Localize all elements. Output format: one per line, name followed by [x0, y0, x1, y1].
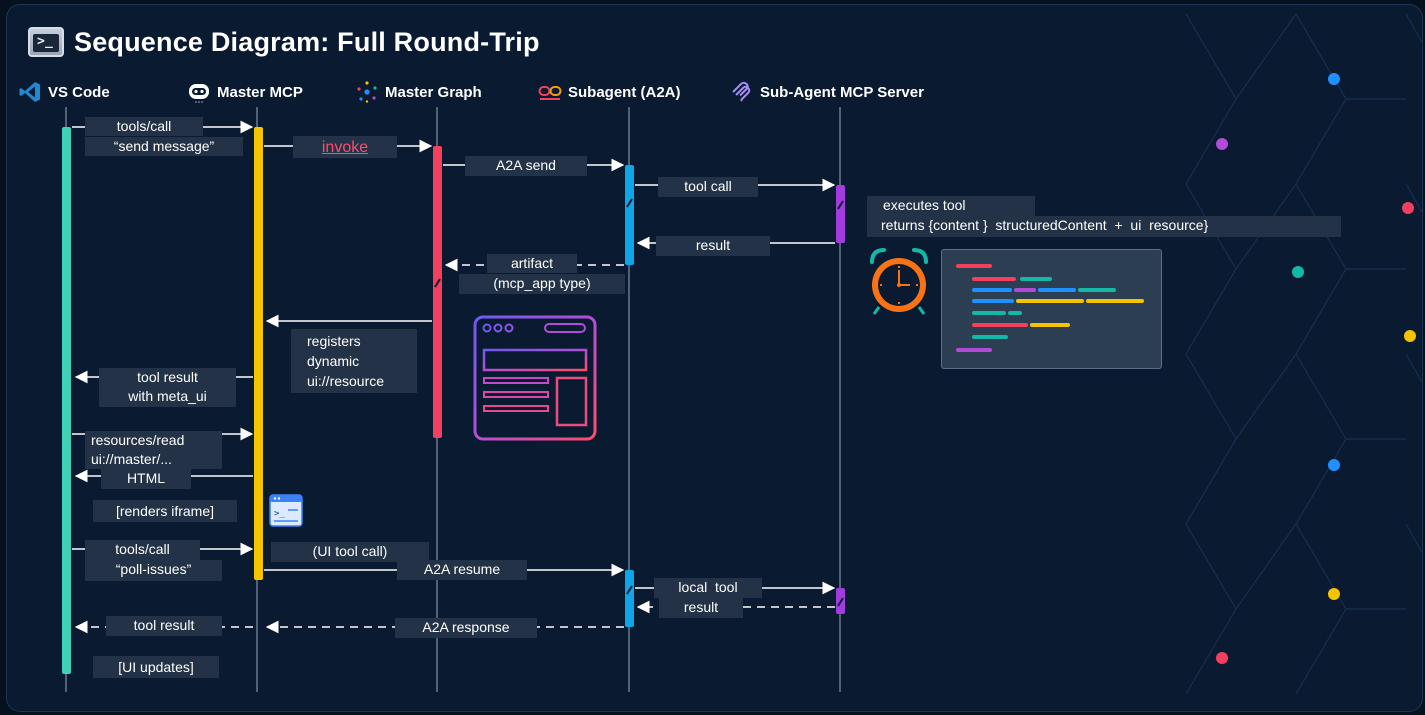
msg-a2a-send: A2A send	[465, 156, 587, 176]
svg-text:>_: >_	[274, 509, 285, 519]
actor-vscode: VS Code	[18, 80, 110, 104]
msg-tools-call-2: tools/call	[85, 540, 200, 560]
code-card-illustration	[941, 249, 1162, 369]
msg-tool-result-meta-ui: tool result with meta_ui	[99, 368, 236, 407]
msg-tool-result: tool result	[106, 616, 222, 636]
background-decoration	[1185, 13, 1423, 695]
msg-local-tool: local tool	[654, 578, 762, 598]
msg-html: HTML	[101, 469, 191, 489]
robot-icon	[189, 84, 209, 103]
msg-result-1: result	[656, 236, 770, 256]
title-text: Sequence Diagram: Full Round-Trip	[74, 26, 540, 57]
bar-break-marks	[434, 198, 844, 607]
msg-invoke: invoke	[293, 136, 397, 158]
msg-registers-dynamic-resource: registers dynamic ui://resource	[291, 329, 417, 393]
msg-artifact: artifact	[487, 254, 577, 273]
code-lines-graphic	[956, 264, 1144, 352]
actor-master-graph: Master Graph	[355, 80, 482, 104]
actor-master-mcp: Master MCP	[187, 80, 303, 104]
mcp-icon	[732, 81, 751, 102]
hexagon-pattern	[1185, 13, 1423, 695]
terminal-icon: >_	[28, 27, 64, 57]
msg-a2a-response: A2A response	[395, 618, 537, 638]
graph-icon	[357, 81, 377, 103]
subagent-activation-bar-2	[625, 570, 634, 627]
msg-ui-tool-call: (UI tool call)	[271, 542, 429, 562]
page-title: >_ Sequence Diagram: Full Round-Trip	[28, 22, 540, 62]
sequence-lines: >_	[62, 107, 928, 692]
msg-mcp-app-type: (mcp_app type)	[459, 274, 625, 294]
subagent-mcp-activation-bar-1	[836, 185, 845, 243]
subagent-activation-bar-1	[625, 165, 634, 265]
msg-returns-content: returns {content } structuredContent + u…	[867, 216, 1341, 237]
invoke-link: invoke	[321, 139, 369, 156]
msg-poll-issues: “poll-issues”	[85, 560, 222, 581]
master-graph-activation-bar	[433, 146, 442, 438]
msg-tool-call: tool call	[658, 177, 758, 197]
msg-a2a-resume: A2A resume	[397, 560, 527, 580]
msg-resources-read: resources/read ui://master/...	[85, 431, 222, 469]
msg-send-message: “send message”	[85, 137, 243, 156]
msg-ui-updates: [UI updates]	[93, 656, 219, 678]
msg-tools-call-1: tools/call	[85, 117, 203, 136]
msg-executes-tool: executes tool	[867, 196, 1035, 216]
app-window-icon: >_	[269, 494, 303, 527]
msg-local-result: result	[659, 598, 743, 618]
decorative-dots	[1216, 73, 1416, 664]
actor-subagent: Subagent (A2A)	[538, 80, 681, 104]
link-icon	[538, 86, 562, 100]
master-mcp-activation-bar	[254, 127, 263, 580]
vscode-icon	[19, 82, 40, 102]
actor-subagent-mcp-server: Sub-Agent MCP Server	[730, 80, 924, 104]
browser-window-illustration	[473, 315, 597, 441]
vscode-activation-bar	[62, 127, 71, 674]
alarm-clock-icon	[870, 248, 928, 315]
diagram-frame: >_ Sequence Diagram: Full Round-Trip VS …	[6, 4, 1423, 712]
msg-renders-iframe: [renders iframe]	[93, 500, 237, 522]
